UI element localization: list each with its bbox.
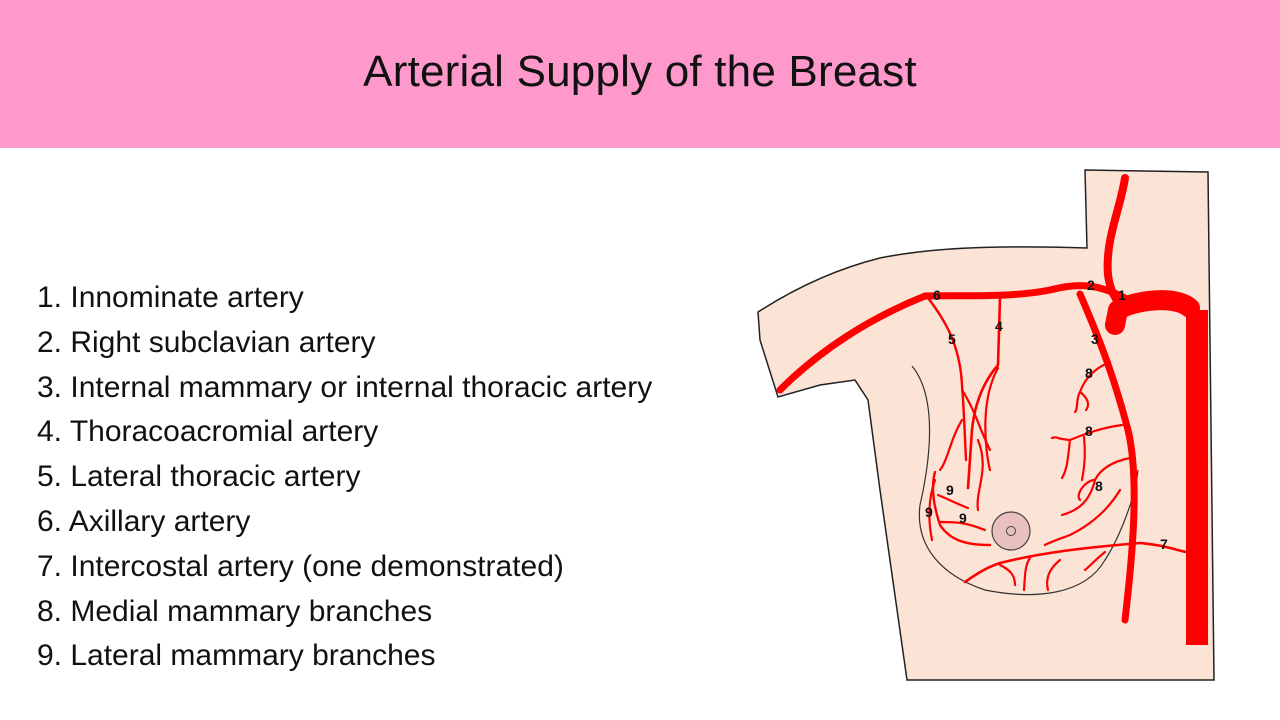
breast-contour xyxy=(911,365,1139,596)
lateral-thoracic-artery xyxy=(926,296,968,462)
label-5: 5 xyxy=(948,331,956,347)
label-3: 3 xyxy=(1091,331,1099,347)
nipple-center xyxy=(1006,526,1016,536)
label-1: 1 xyxy=(1118,287,1126,303)
internal-mammary-artery xyxy=(1076,290,1138,624)
label-2: 2 xyxy=(1087,277,1095,293)
legend-item-medial-mammary: 8. Medial mammary branches xyxy=(37,594,433,628)
legend-item-lateral-mammary: 9. Lateral mammary branches xyxy=(37,639,436,673)
legend-item-innominate: 1. Innominate artery xyxy=(37,281,304,314)
innominate-artery xyxy=(1105,290,1200,335)
label-8-middle: 8 xyxy=(1085,423,1093,439)
legend-item-lateral-thoracic: 5. Lateral thoracic artery xyxy=(37,460,361,494)
label-8-upper: 8 xyxy=(1085,365,1093,381)
arteries xyxy=(776,174,1208,645)
nipple xyxy=(991,511,1031,551)
legend-item-axillary: 6. Axillary artery xyxy=(37,504,251,538)
descending-aorta xyxy=(1186,310,1208,645)
legend-item-thoracoacromial: 4. Thoracoacromial artery xyxy=(37,415,379,449)
legend-item-internal-mammary: 3. Internal mammary or internal thoracic… xyxy=(37,370,653,404)
label-8-lower: 8 xyxy=(1095,478,1103,494)
carotid-artery xyxy=(1103,174,1129,314)
label-9-upper: 9 xyxy=(946,482,954,498)
intercostal-artery xyxy=(963,541,1188,584)
breast-artery-diagram: 1 2 3 4 5 6 7 8 8 8 9 9 9 xyxy=(757,169,1215,681)
label-4: 4 xyxy=(995,318,1003,334)
label-6: 6 xyxy=(933,287,941,303)
legend-item-right-subclavian: 2. Right subclavian artery xyxy=(37,325,376,359)
thoracoacromial-artery xyxy=(966,296,1002,490)
legend-item-intercostal: 7. Intercostal artery (one demonstrated) xyxy=(37,549,564,583)
label-9-lower: 9 xyxy=(959,510,967,526)
artery-legend: 1. Innominate artery 2. Right subclavian… xyxy=(37,276,652,679)
slide-title: Arterial Supply of the Breast xyxy=(363,47,917,96)
label-7: 7 xyxy=(1160,536,1168,552)
title-banner: Arterial Supply of the Breast xyxy=(0,0,1280,148)
label-9-left: 9 xyxy=(925,504,933,520)
subclavian-axillary-artery xyxy=(776,282,1129,394)
